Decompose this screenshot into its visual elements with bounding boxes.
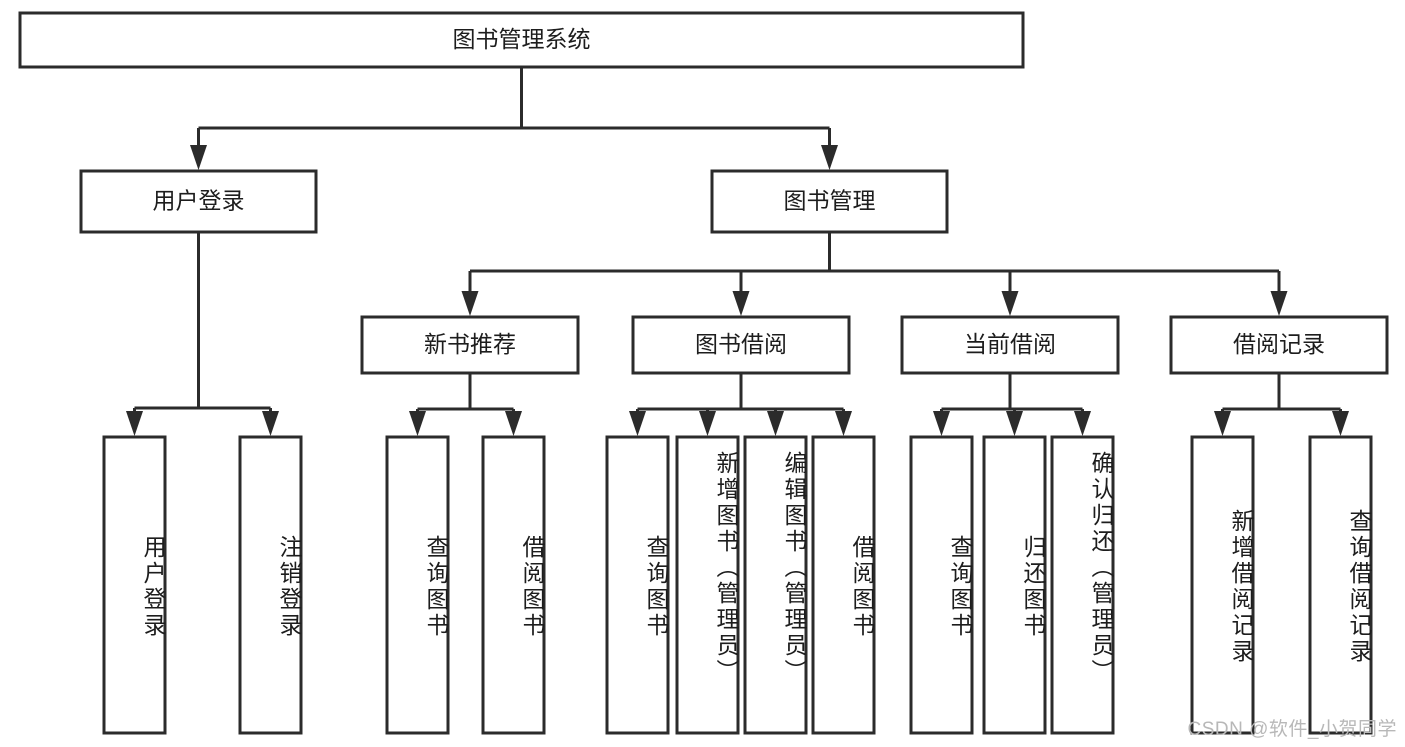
node-box[interactable] (385, 435, 450, 735)
connector-arrowhead (1006, 411, 1023, 436)
connector-arrowhead (629, 411, 646, 436)
node-box[interactable] (605, 435, 670, 735)
node-box[interactable] (900, 315, 1120, 375)
node-book-manage[interactable]: 图书管理 (710, 169, 949, 234)
connector-arrowhead (699, 411, 716, 436)
node-box[interactable] (360, 315, 580, 375)
node-leaf-user-login[interactable] (102, 435, 167, 735)
node-box[interactable] (79, 169, 318, 234)
node-borrow-record[interactable]: 借阅记录 (1169, 315, 1389, 375)
connector-arrowhead (835, 411, 852, 436)
node-box[interactable] (811, 435, 876, 735)
edges-layer (126, 67, 1349, 436)
node-box[interactable] (238, 435, 303, 735)
node-box[interactable] (102, 435, 167, 735)
connector-arrowhead (461, 291, 479, 316)
node-leaf-query-book-3[interactable] (909, 435, 974, 735)
connector-arrowhead (262, 411, 279, 436)
node-box[interactable] (1190, 435, 1255, 735)
node-root[interactable]: 图书管理系统 (18, 11, 1025, 69)
node-leaf-query-book-1[interactable] (385, 435, 450, 735)
node-label: 用户登录 (153, 188, 245, 214)
connector-arrowhead (190, 145, 207, 170)
node-label: 图书借阅 (695, 331, 787, 357)
node-book-borrow[interactable]: 图书借阅 (631, 315, 851, 375)
node-box[interactable] (909, 435, 974, 735)
connector-arrowhead (409, 411, 426, 436)
node-leaf-borrow-book-1[interactable] (481, 435, 546, 735)
connector-arrowhead (1074, 411, 1091, 436)
node-leaf-edit-book[interactable] (743, 435, 808, 735)
node-leaf-add-record[interactable] (1190, 435, 1255, 735)
connector-arrowhead (1332, 411, 1349, 436)
node-box[interactable] (631, 315, 851, 375)
connector-arrowhead (933, 411, 950, 436)
node-box[interactable] (743, 435, 808, 735)
connector-arrowhead (1214, 411, 1231, 436)
node-box[interactable] (1169, 315, 1389, 375)
connector-arrowhead (821, 145, 838, 170)
connector-arrowhead (1001, 291, 1019, 316)
node-box[interactable] (710, 169, 949, 234)
node-box[interactable] (1050, 435, 1115, 735)
node-leaf-user-logout[interactable] (238, 435, 303, 735)
connector-arrowhead (505, 411, 522, 436)
node-label: 当前借阅 (964, 331, 1056, 357)
node-leaf-add-book[interactable] (675, 435, 740, 735)
node-leaf-confirm-return[interactable] (1050, 435, 1115, 735)
node-user-login[interactable]: 用户登录 (79, 169, 318, 234)
node-label: 图书管理系统 (453, 26, 591, 52)
node-leaf-query-record[interactable] (1308, 435, 1373, 735)
node-new-book-rec[interactable]: 新书推荐 (360, 315, 580, 375)
node-box[interactable] (982, 435, 1047, 735)
node-current-borrow[interactable]: 当前借阅 (900, 315, 1120, 375)
connector-arrowhead (126, 411, 143, 436)
connector-arrowhead (1270, 291, 1288, 316)
node-leaf-query-book-2[interactable] (605, 435, 670, 735)
connector-arrowhead (732, 291, 750, 316)
node-leaf-return-book[interactable] (982, 435, 1047, 735)
node-box[interactable] (675, 435, 740, 735)
node-box[interactable] (481, 435, 546, 735)
watermark-text: CSDN @软件_小贺同学 (1187, 719, 1397, 740)
node-label: 借阅记录 (1233, 331, 1325, 357)
node-box[interactable] (1308, 435, 1373, 735)
connector-arrowhead (767, 411, 784, 436)
node-leaf-borrow-book-2[interactable] (811, 435, 876, 735)
node-label: 图书管理 (784, 188, 876, 214)
node-label: 新书推荐 (424, 331, 516, 357)
node-box[interactable] (18, 11, 1025, 69)
